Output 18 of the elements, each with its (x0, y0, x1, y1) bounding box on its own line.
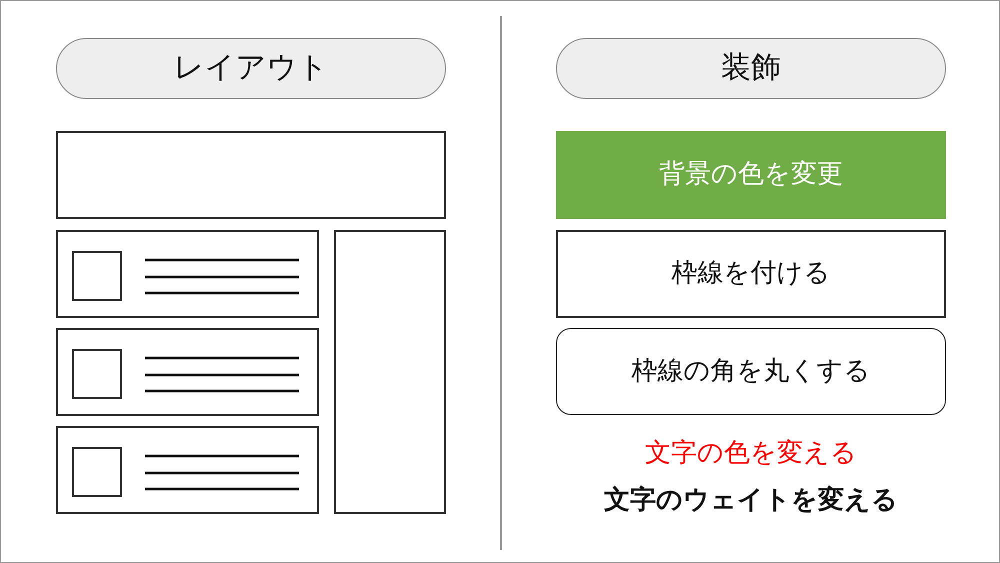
category-title: 装飾 (721, 51, 781, 86)
box-label: 枠線の角を丸くする (632, 356, 870, 386)
filled-box (556, 131, 946, 219)
rounded-box (556, 328, 946, 415)
category-title: レイアウト (174, 51, 328, 86)
card-block (56, 328, 319, 416)
box-label: 枠線を付ける (672, 259, 830, 289)
sidebar-block (334, 230, 446, 514)
thumbnail-square (72, 251, 122, 301)
card-block (56, 230, 319, 318)
box-label: 背景の色を変更 (659, 160, 843, 190)
header-block (56, 131, 446, 219)
note-text: 文字のウェイトを変える (604, 486, 898, 516)
thumbnail-square (72, 349, 122, 399)
card-block (56, 426, 319, 514)
thumbnail-square (72, 447, 122, 497)
note-text: 文字の色を変える (645, 439, 857, 469)
bordered-box (556, 230, 946, 318)
